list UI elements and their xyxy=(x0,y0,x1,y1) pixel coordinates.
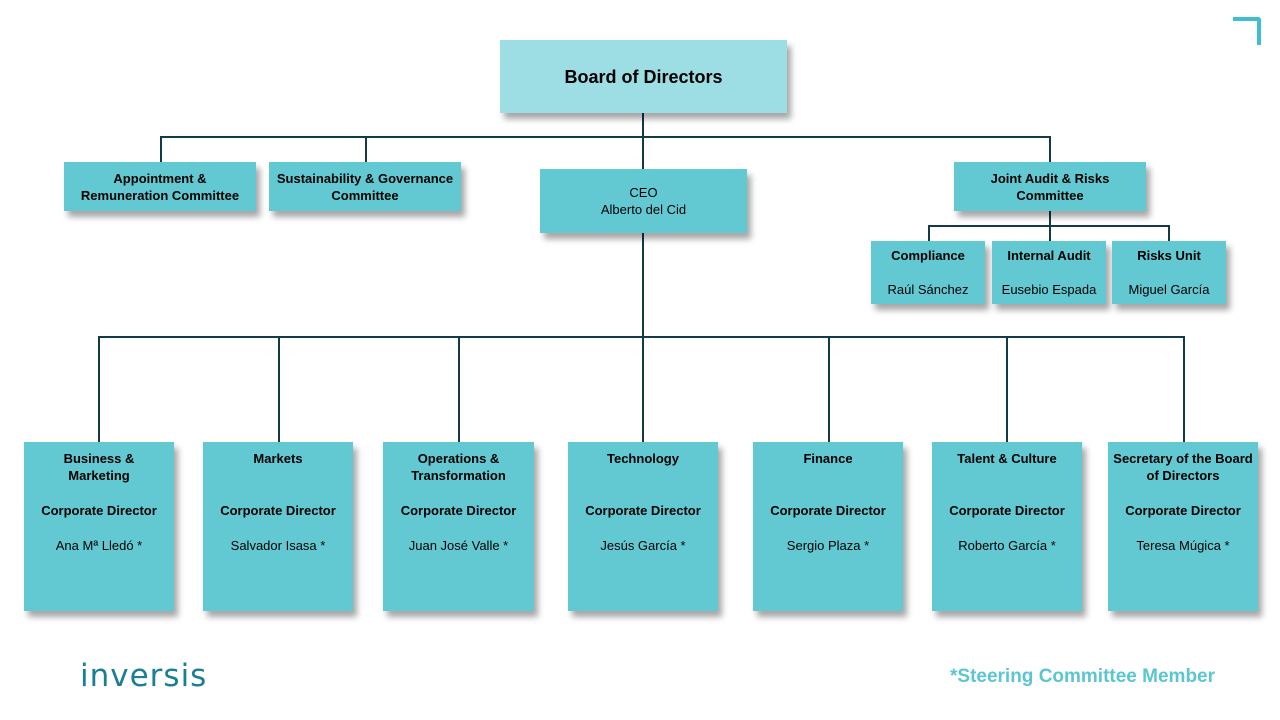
dept-name: Ana Mª Lledó * xyxy=(55,538,143,553)
connector-committee-1 xyxy=(160,136,162,162)
connector-dept-6 xyxy=(1006,336,1008,442)
ceo-title: CEO xyxy=(629,185,658,200)
steering-committee-footnote: *Steering Committee Member xyxy=(950,666,1216,687)
committee-label: Sustainability & Governance xyxy=(276,170,454,186)
board-of-directors-box: Board of Directors xyxy=(500,40,787,113)
unit-name: Raúl Sánchez xyxy=(887,282,969,297)
dept-name: Teresa Múgica * xyxy=(1136,538,1230,553)
dept-role: Corporate Director xyxy=(949,503,1065,518)
connector-unit-1 xyxy=(928,225,930,242)
connector-committee-2 xyxy=(365,136,367,162)
dept-finance-box: Finance Corporate Director Sergio Plaza … xyxy=(753,442,903,611)
ceo-box: CEO Alberto del Cid xyxy=(540,169,747,233)
dept-name: Roberto García * xyxy=(958,538,1056,553)
connector-dept-3 xyxy=(458,336,460,442)
joint-audit-risks-committee-box: Joint Audit & Risks Committee xyxy=(954,162,1146,211)
dept-title: Talent & Culture xyxy=(957,451,1057,466)
connector-audit-down xyxy=(1049,210,1051,226)
dept-talent-culture-box: Talent & Culture Corporate Director Robe… xyxy=(932,442,1082,611)
connector-committee-3 xyxy=(1049,136,1051,162)
dept-title: Markets xyxy=(253,451,303,466)
dept-role: Corporate Director xyxy=(1125,503,1241,518)
dept-title: Secretary of the Board of Directors xyxy=(1113,451,1253,483)
dept-name: Sergio Plaza * xyxy=(786,538,870,553)
dept-name: Juan José Valle * xyxy=(408,538,509,553)
committee-label: Appointment & xyxy=(113,170,207,186)
dept-title: Finance xyxy=(803,451,853,466)
connector-committees-bar xyxy=(160,136,1051,138)
connector-board-down xyxy=(642,112,644,169)
committee-label: Committee xyxy=(331,187,399,203)
corner-bracket-icon xyxy=(1233,17,1261,45)
unit-title: Risks Unit xyxy=(1137,248,1201,263)
unit-name: Miguel García xyxy=(1128,282,1210,297)
committee-label: Joint Audit & Risks xyxy=(990,170,1110,186)
appointment-remuneration-committee-box: Appointment & Remuneration Committee xyxy=(64,162,256,211)
connector-dept-1 xyxy=(98,336,100,442)
committee-label: Committee xyxy=(1016,187,1084,203)
connector-unit-3 xyxy=(1168,225,1170,242)
unit-title: Compliance xyxy=(891,248,965,263)
dept-role: Corporate Director xyxy=(400,503,517,518)
inversis-logo: inversis xyxy=(80,658,208,694)
unit-name: Eusebio Espada xyxy=(1001,282,1097,297)
dept-business-marketing-box: Business & Marketing Corporate Director … xyxy=(24,442,174,611)
unit-title: Internal Audit xyxy=(1007,248,1091,263)
ceo-name: Alberto del Cid xyxy=(600,202,687,217)
dept-role: Corporate Director xyxy=(41,503,157,518)
dept-role: Corporate Director xyxy=(585,503,701,518)
dept-title: Operations & Transformation xyxy=(411,451,506,483)
committee-label: Remuneration Committee xyxy=(80,187,240,203)
connector-ceo-down xyxy=(642,232,644,338)
board-title: Board of Directors xyxy=(564,66,723,87)
connector-dept-4 xyxy=(642,336,644,442)
dept-technology-box: Technology Corporate Director Jesús Garc… xyxy=(568,442,718,611)
dept-operations-transformation-box: Operations & Transformation Corporate Di… xyxy=(383,442,534,611)
connector-dept-5 xyxy=(828,336,830,442)
dept-title: Business & Marketing xyxy=(63,451,135,483)
dept-secretary-board-box: Secretary of the Board of Directors Corp… xyxy=(1108,442,1258,611)
risks-unit-box: Risks Unit Miguel García xyxy=(1112,241,1226,304)
dept-name: Jesús García * xyxy=(600,538,686,553)
dept-name: Salvador Isasa * xyxy=(230,538,326,553)
connector-dept-7 xyxy=(1183,336,1185,442)
compliance-box: Compliance Raúl Sánchez xyxy=(871,241,985,304)
sustainability-governance-committee-box: Sustainability & Governance Committee xyxy=(269,162,461,211)
dept-role: Corporate Director xyxy=(770,503,886,518)
connector-departments-bar xyxy=(98,336,1185,338)
connector-unit-2 xyxy=(1049,225,1051,242)
dept-role: Corporate Director xyxy=(220,503,336,518)
dept-title: Technology xyxy=(607,451,679,466)
dept-markets-box: Markets Corporate Director Salvador Isas… xyxy=(203,442,353,611)
connector-dept-2 xyxy=(278,336,280,442)
internal-audit-box: Internal Audit Eusebio Espada xyxy=(992,241,1106,304)
